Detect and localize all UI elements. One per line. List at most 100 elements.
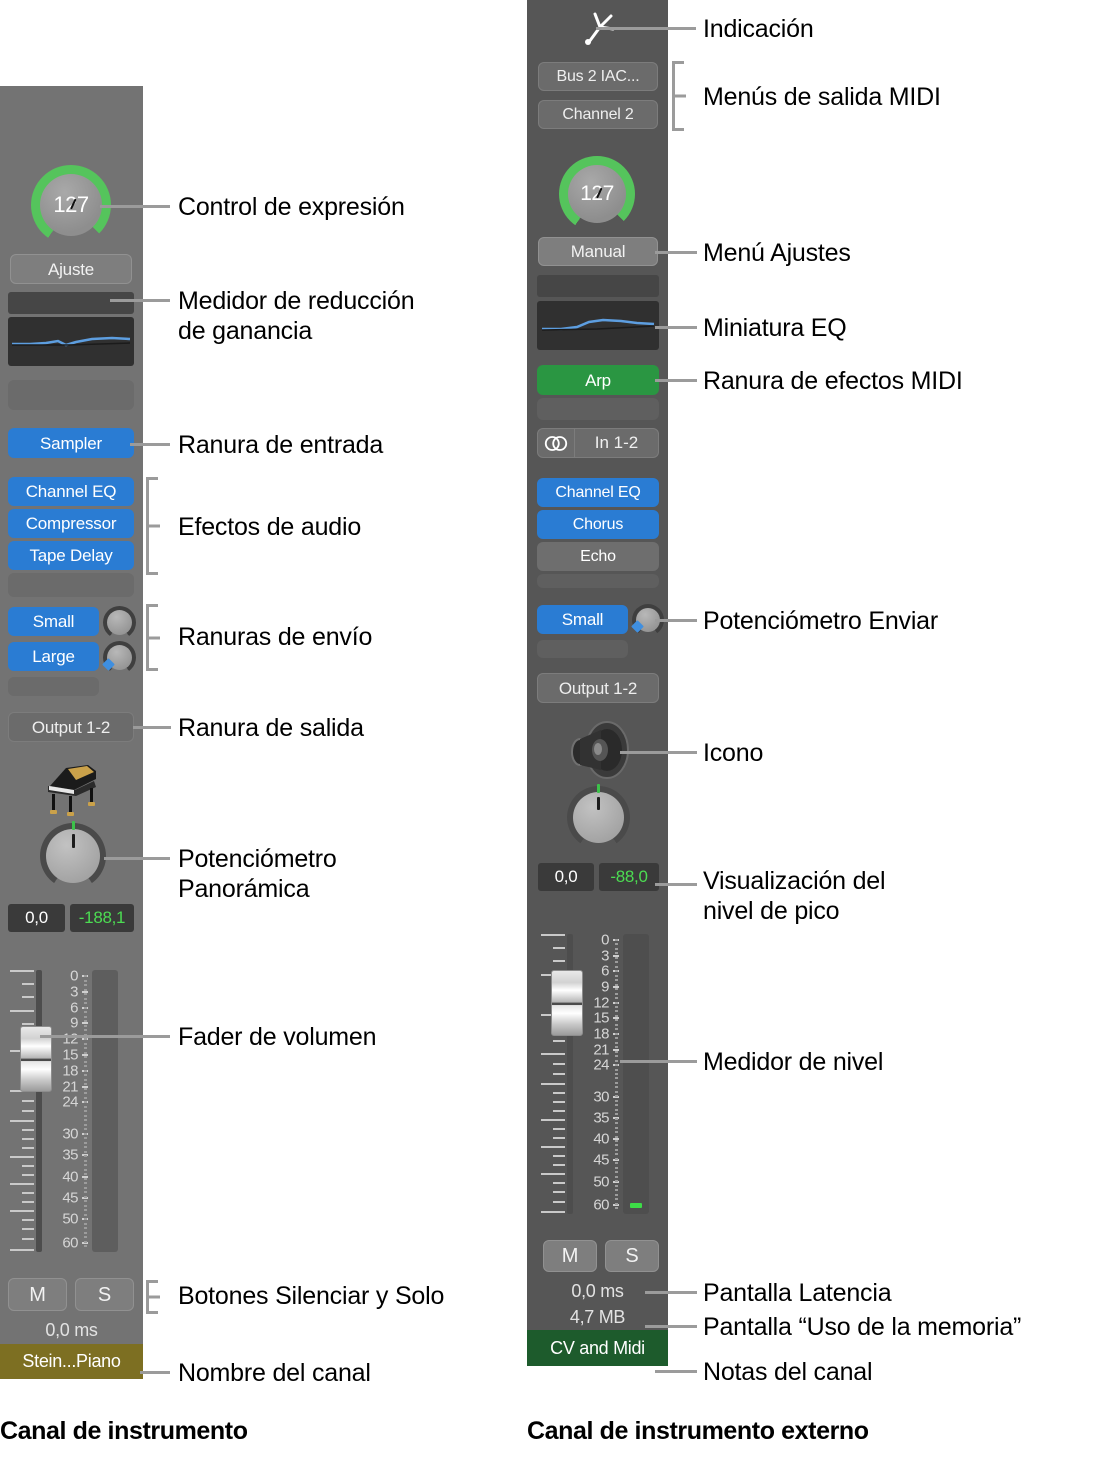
output-slot-button[interactable]: Output 1-2 xyxy=(8,712,134,742)
meter-scale-fine-tick xyxy=(615,1189,618,1192)
settings-menu-button-external[interactable]: Manual xyxy=(538,237,658,266)
volume-fader-track[interactable] xyxy=(36,970,42,1252)
meter-scale-label: 12 xyxy=(62,1030,78,1048)
level-meter xyxy=(92,970,118,1252)
meter-scale-tick xyxy=(613,986,619,989)
meter-scale-fine-tick xyxy=(84,1141,87,1144)
mute-button[interactable]: M xyxy=(8,1278,67,1311)
meter-scale-fine-tick xyxy=(615,970,618,973)
meter-scale-fine-tick xyxy=(615,1032,618,1035)
meter-scale-fine-tick xyxy=(615,1095,618,1098)
midi-output-menu-2[interactable]: Channel 2 xyxy=(538,100,658,129)
meter-scale-fine-tick xyxy=(615,956,618,959)
pan-knob-external[interactable] xyxy=(567,784,630,849)
meter-scale-fine-tick xyxy=(615,1023,618,1026)
brace-bottom xyxy=(672,128,684,131)
solo-button-external[interactable]: S xyxy=(605,1240,659,1272)
input-slot-label[interactable]: In 1-2 xyxy=(575,428,659,458)
pan-knob[interactable] xyxy=(40,821,106,889)
meter-scale-tick xyxy=(613,1017,619,1020)
send-slot-empty[interactable] xyxy=(8,677,99,696)
meter-scale-fine-tick xyxy=(615,974,618,977)
audio-effect-slot-2-external[interactable]: Chorus xyxy=(537,510,659,539)
meter-scale-label: 35 xyxy=(593,1109,609,1127)
brace-efectos-de-audio xyxy=(146,477,172,575)
volume-fader-handle-external[interactable] xyxy=(551,970,583,1036)
meter-scale-fine-tick xyxy=(84,1042,87,1045)
midi-fx-slot[interactable]: Arp xyxy=(537,365,659,395)
annotation-icono: Icono xyxy=(703,739,764,767)
send-knob-2[interactable] xyxy=(102,641,136,674)
meter-scale-label: 30 xyxy=(62,1125,78,1143)
midi-output-menu-1[interactable]: Bus 2 IAC... xyxy=(538,62,658,91)
meter-scale-fine-tick xyxy=(84,1200,87,1202)
pan-pointer-external xyxy=(597,797,600,810)
meter-scale-fine-tick xyxy=(615,1193,618,1196)
input-slot-button[interactable]: Sampler xyxy=(8,428,134,458)
mute-button-external[interactable]: M xyxy=(543,1240,597,1272)
audio-effect-slot-3[interactable]: Tape Delay xyxy=(8,541,134,570)
leader-miniatura-eq xyxy=(655,326,697,329)
meter-scale-label: 21 xyxy=(62,1078,78,1096)
meter-scale-tick xyxy=(82,1022,88,1025)
peak-level-display[interactable]: -188,1 xyxy=(70,904,134,932)
annotation-indicacion: Indicación xyxy=(703,15,814,43)
meter-scale-fine-tick xyxy=(615,961,618,964)
tuning-fork-icon xyxy=(580,8,616,46)
stereo-link-icon[interactable] xyxy=(537,428,575,458)
send-knob-1[interactable] xyxy=(103,606,136,639)
send-slot-1-external[interactable]: Small xyxy=(537,605,628,634)
channel-name-field[interactable]: Stein...Piano xyxy=(0,1344,143,1379)
audio-effect-slot-1-external[interactable]: Channel EQ xyxy=(537,478,659,507)
settings-menu-button[interactable]: Ajuste xyxy=(10,254,132,284)
pan-value-display[interactable]: 0,0 xyxy=(8,904,65,932)
meter-scale-fine-tick xyxy=(84,1186,87,1189)
solo-button[interactable]: S xyxy=(75,1278,134,1311)
meter-scale-fine-tick xyxy=(615,952,618,955)
meter-scale-fine-tick xyxy=(84,1074,87,1076)
grand-piano-icon[interactable] xyxy=(38,756,106,818)
audio-effect-slot-3-external[interactable]: Echo xyxy=(537,542,659,571)
speaker-glyph xyxy=(571,721,629,779)
meter-scale-label: 30 xyxy=(593,1088,609,1106)
meter-scale-fine-tick xyxy=(84,1245,87,1247)
brace-top xyxy=(146,477,158,480)
pan-value-display-external[interactable]: 0,0 xyxy=(538,863,594,891)
meter-scale-label: 18 xyxy=(593,1025,609,1043)
annotation-pantalla-latencia: Pantalla Latencia xyxy=(703,1279,892,1307)
expression-control-external[interactable]: 127 xyxy=(559,156,635,232)
level-meter-peak-led xyxy=(630,1203,642,1208)
meter-scale-label: 45 xyxy=(593,1151,609,1169)
channel-notes-field[interactable]: CV and Midi xyxy=(527,1330,668,1366)
meter-scale-fine-tick xyxy=(615,1086,618,1089)
audio-effect-slot-empty-external[interactable] xyxy=(537,574,659,588)
meter-scale-fine-tick xyxy=(84,1087,87,1090)
annotation-ranuras-de-envio: Ranuras de envío xyxy=(178,623,373,651)
audio-effect-slot-2[interactable]: Compressor xyxy=(8,509,134,538)
memory-usage-display: 4,7 MB xyxy=(569,1306,626,1327)
midi-fx-slot-empty[interactable] xyxy=(8,380,134,410)
meter-scale-fine-tick xyxy=(615,1175,618,1178)
peak-level-display-external[interactable]: -88,0 xyxy=(599,863,659,891)
meter-scale-fine-tick xyxy=(84,1069,87,1072)
meter-scale-fine-tick xyxy=(84,1236,87,1238)
volume-fader-track-external[interactable] xyxy=(567,934,573,1214)
expression-control[interactable]: 127 xyxy=(31,165,111,245)
meter-scale-label: 35 xyxy=(62,1146,78,1164)
meter-scale-fine-tick xyxy=(615,1077,618,1080)
audio-effect-slot-empty[interactable] xyxy=(8,573,134,597)
send-slot-empty-external[interactable] xyxy=(537,640,628,658)
meter-scale-fine-tick xyxy=(615,1184,618,1187)
send-knob-1-body xyxy=(107,610,132,635)
audio-effect-slot-1[interactable]: Channel EQ xyxy=(8,477,134,506)
eq-thumbnail[interactable] xyxy=(8,317,134,366)
meter-scale-fine-tick xyxy=(615,1006,618,1008)
annotation-notas-del-canal: Notas del canal xyxy=(703,1358,873,1386)
midi-fx-slot-empty-external[interactable] xyxy=(537,398,659,420)
output-slot-button-external[interactable]: Output 1-2 xyxy=(537,673,659,703)
speaker-icon[interactable] xyxy=(567,719,633,781)
input-row[interactable]: In 1-2 xyxy=(537,428,659,458)
eq-thumbnail-external[interactable] xyxy=(537,301,659,350)
send-slot-1[interactable]: Small xyxy=(8,607,99,636)
send-slot-2[interactable]: Large xyxy=(8,642,99,671)
